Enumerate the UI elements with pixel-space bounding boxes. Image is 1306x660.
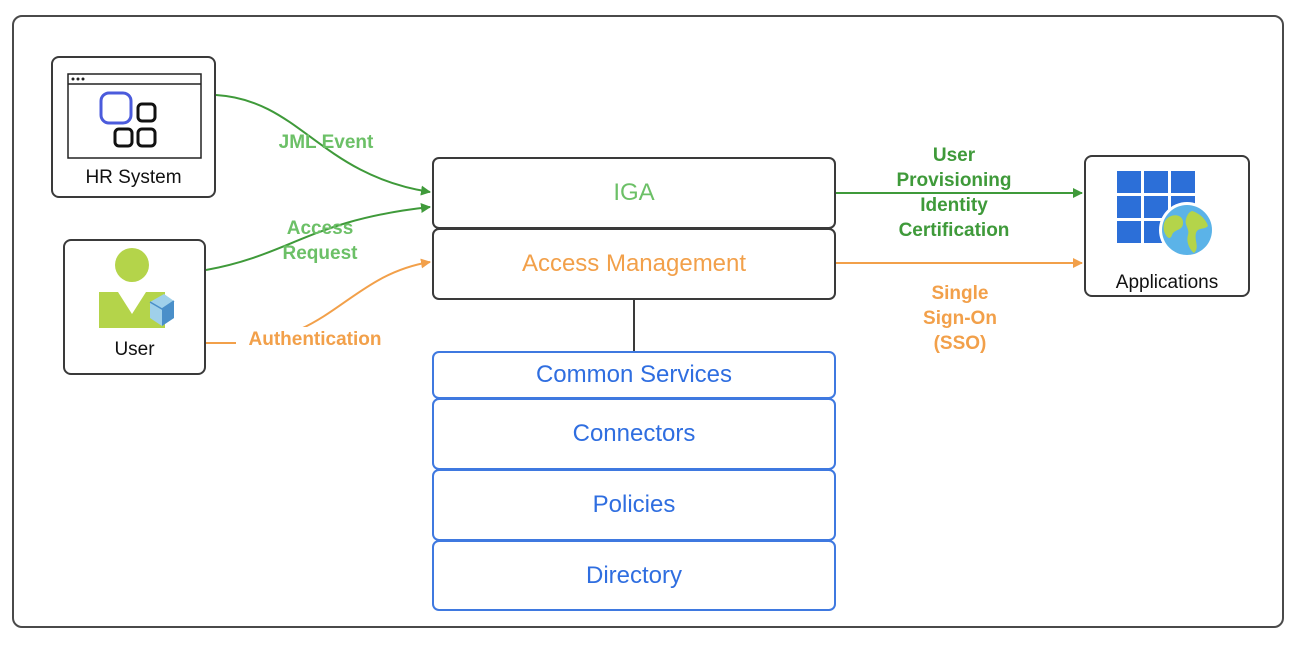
access-management-label: Access Management xyxy=(521,250,747,277)
provisioning-label: User Provisioning Identity Certification xyxy=(868,143,1040,243)
authentication-label: Authentication xyxy=(236,327,394,352)
user-label: User xyxy=(114,339,155,360)
applications-grid-globe-icon xyxy=(1117,171,1215,258)
applications-label: Applications xyxy=(1115,272,1219,293)
hr-app-window-icon xyxy=(67,73,202,159)
connectors-label: Connectors xyxy=(572,420,696,447)
access-request-label: Access Request xyxy=(260,216,380,266)
hr-system-node: HR System xyxy=(51,56,216,198)
iga-box: IGA xyxy=(432,157,836,229)
user-node: User xyxy=(63,239,206,375)
directory-box: Directory xyxy=(432,540,836,611)
jml-event-label: JML Event xyxy=(278,132,374,153)
directory-label: Directory xyxy=(585,561,682,589)
access-request-line-2: Request xyxy=(282,243,358,264)
sso-line-2: Sign-On xyxy=(923,308,997,329)
sso-label: Single Sign-On (SSO) xyxy=(890,281,1030,356)
provisioning-line-1: User xyxy=(932,145,976,166)
provisioning-line-3: Identity xyxy=(920,195,988,216)
provisioning-line-2: Provisioning xyxy=(896,170,1012,191)
access-request-line-1: Access xyxy=(286,218,354,239)
access-management-box: Access Management xyxy=(432,228,836,300)
hr-system-label: HR System xyxy=(85,167,182,188)
sso-line-1: Single xyxy=(931,283,989,304)
provisioning-line-4: Certification xyxy=(898,220,1010,241)
common-services-box: Common Services xyxy=(432,351,836,399)
access-request-arrow xyxy=(205,203,431,271)
diagram-frame xyxy=(12,15,1284,628)
jml-event-arrow xyxy=(215,94,431,196)
policies-label: Policies xyxy=(592,491,676,518)
iga-label: IGA xyxy=(613,179,655,206)
connectors-box: Connectors xyxy=(432,398,836,470)
applications-node: Applications xyxy=(1084,155,1250,297)
common-services-label: Common Services xyxy=(535,361,733,388)
policies-box: Policies xyxy=(432,469,836,541)
user-person-icon xyxy=(99,248,175,328)
sso-line-3: (SSO) xyxy=(933,333,987,354)
